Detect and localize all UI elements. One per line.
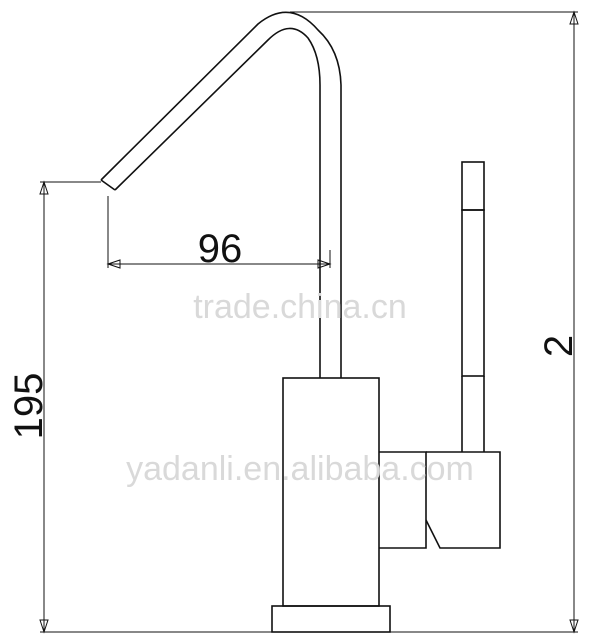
height-arrow-top (39, 180, 49, 195)
reach-label: 96 (198, 227, 243, 271)
watermark-bottom: yadanli.en.alibaba.com (126, 450, 474, 488)
height-arrow-bottom (39, 619, 49, 634)
handle-grip (461, 209, 485, 377)
spout-height-label: 195 (7, 373, 51, 440)
dimension-total-height: 2 (290, 10, 581, 634)
total-arrow-top (569, 10, 579, 25)
handle-stem (461, 376, 485, 452)
dimension-reach: 96 (106, 196, 332, 271)
handle-lever-base (379, 451, 427, 549)
faucet-body (271, 377, 391, 633)
total-height-label: 2 (537, 335, 581, 357)
reach-arrow-left (106, 259, 121, 269)
spout-tip (100, 179, 116, 191)
dimension-spout-height: 195 (7, 180, 272, 634)
total-arrow-bottom (569, 619, 579, 634)
watermark-top: trade.china.cn (193, 288, 407, 326)
handle-lever (425, 451, 501, 549)
base-plate (271, 605, 391, 633)
spout-inner-edge (114, 27, 321, 378)
reach-arrow-right (317, 259, 332, 269)
handle-knob (461, 161, 485, 211)
spout-outer-edge (100, 11, 342, 378)
handle (379, 161, 501, 549)
body-column (282, 377, 380, 607)
spout (100, 11, 342, 378)
